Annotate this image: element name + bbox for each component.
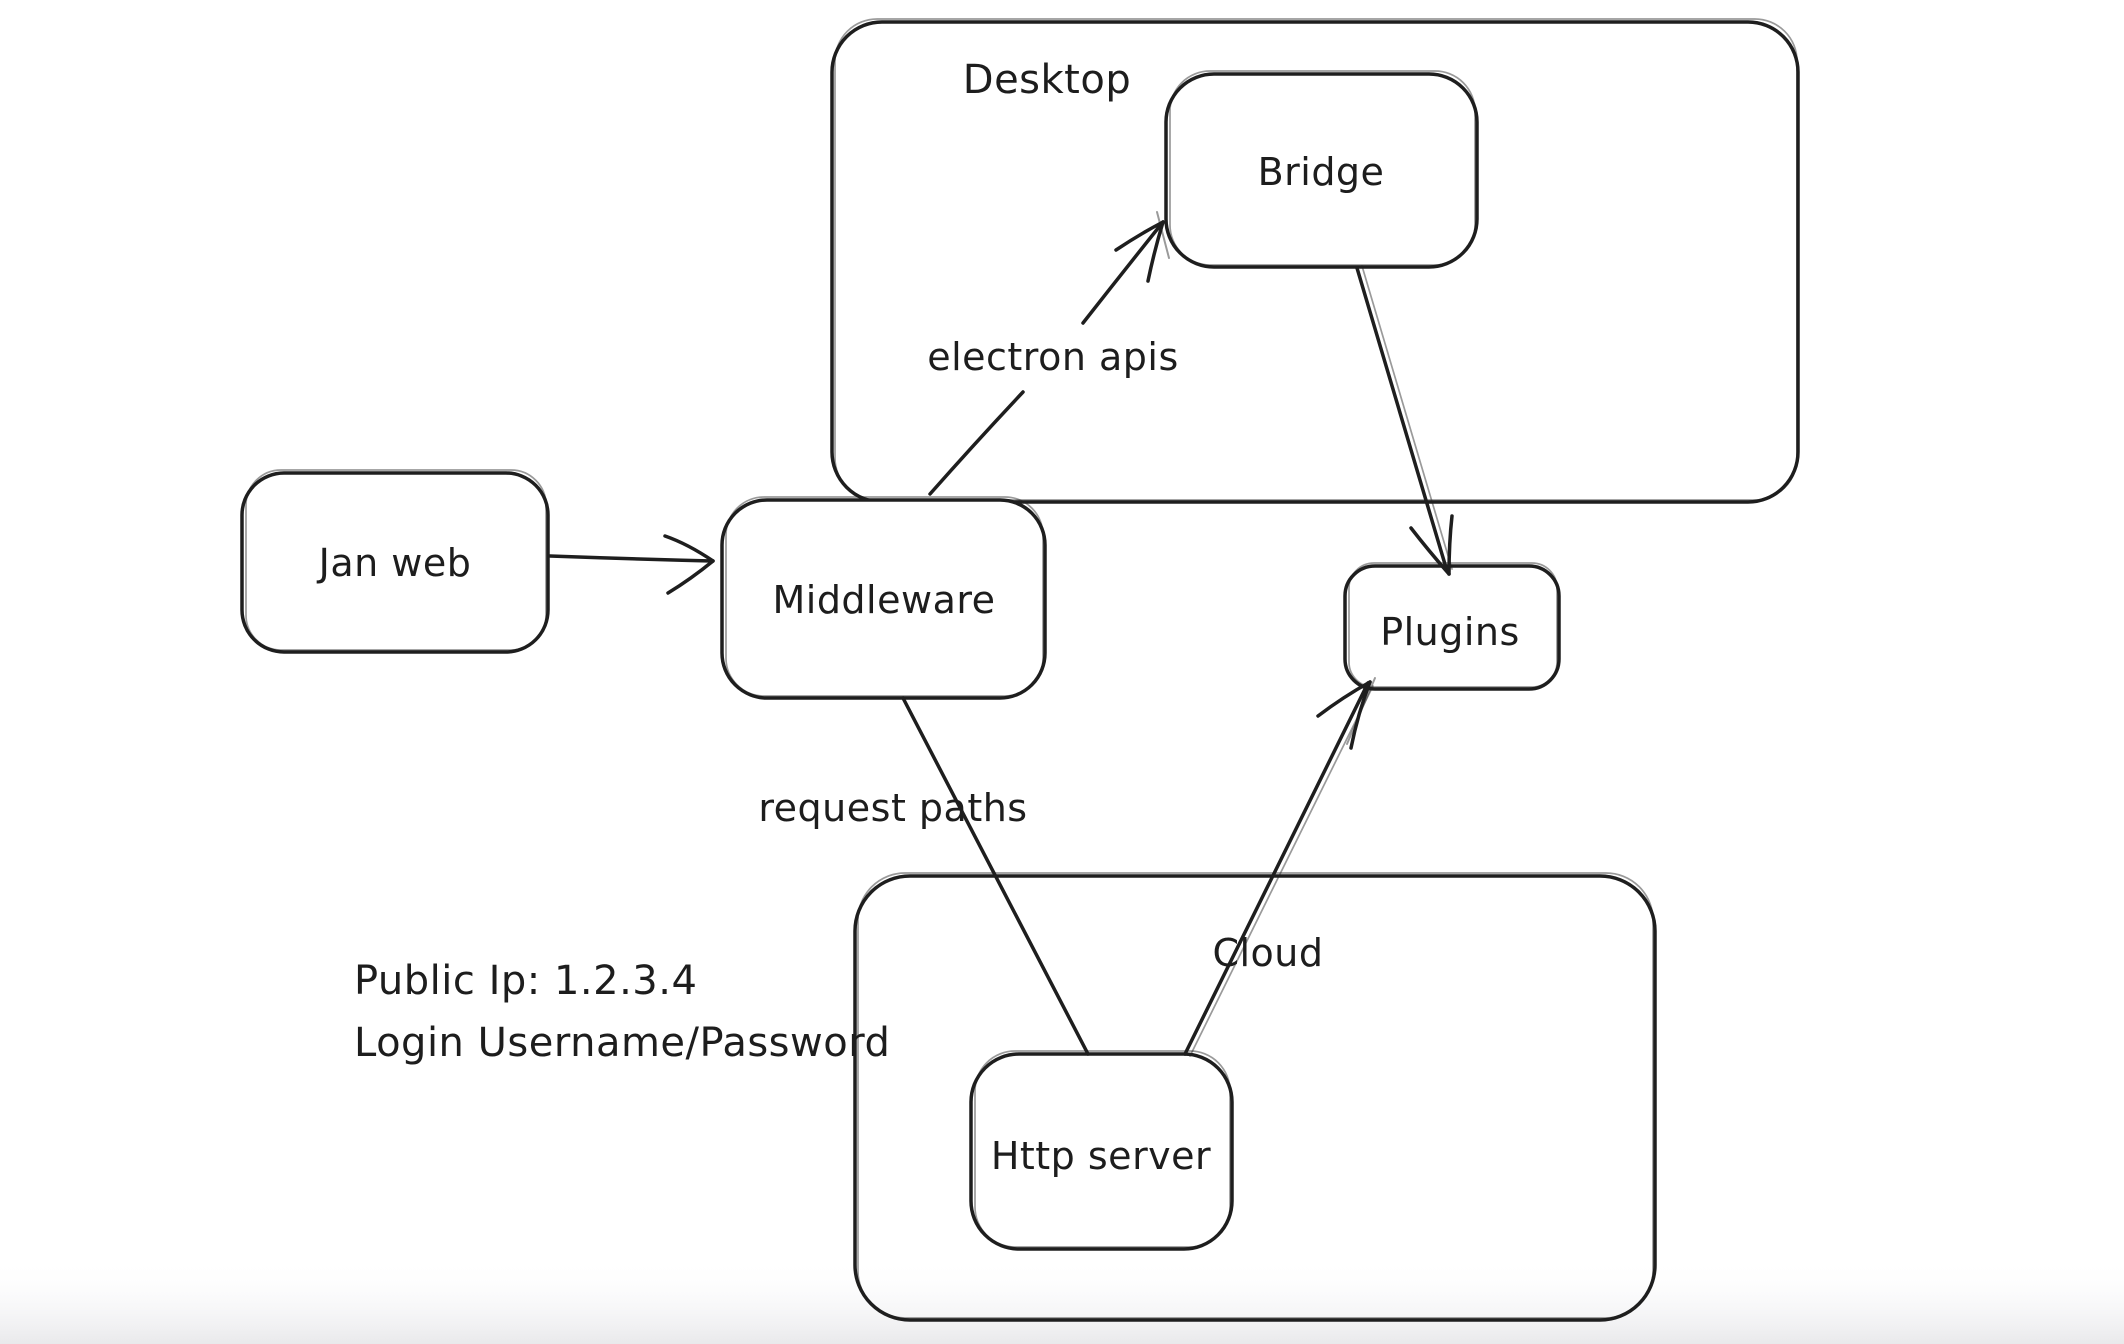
edge-line: [1355, 266, 1449, 573]
arrowhead-barb: [663, 534, 715, 563]
arrowhead-barb: [1349, 680, 1372, 750]
jan-web-node[interactable]: [240, 469, 550, 654]
arrowhead-barb: [1114, 220, 1165, 252]
jan-web-box: [240, 471, 550, 654]
jan-web-label[interactable]: Jan web: [317, 541, 472, 585]
http-server-sketch-line: [974, 1050, 1231, 1248]
desktop-container-sketch-line: [834, 18, 1798, 501]
bridge-box: [1164, 72, 1479, 269]
bridge-node[interactable]: [1164, 70, 1479, 269]
edge-bridge-to-plugins[interactable]: [1355, 265, 1454, 576]
http-server-node[interactable]: [969, 1050, 1234, 1251]
annotation-line-2[interactable]: Login Username/Password: [354, 1020, 890, 1066]
bridge-label[interactable]: Bridge: [1258, 150, 1385, 194]
edge-line: [901, 696, 1090, 1056]
http-server-box: [969, 1052, 1234, 1251]
arrowhead-barb: [1316, 680, 1372, 718]
edge-middleware-to-bridge[interactable]: [928, 211, 1170, 496]
edge-label-electron-apis[interactable]: electron apis: [927, 335, 1179, 379]
middleware-label[interactable]: Middleware: [772, 578, 995, 622]
cloud-container-box: [853, 874, 1657, 1322]
cloud-container-label[interactable]: Cloud: [1212, 931, 1323, 975]
cloud-container[interactable]: [853, 872, 1657, 1322]
plugins-node[interactable]: [1343, 562, 1561, 691]
plugins-sketch-line: [1348, 562, 1558, 688]
desktop-container[interactable]: [830, 18, 1800, 504]
edge-line: [928, 390, 1025, 496]
plugins-label[interactable]: Plugins: [1380, 610, 1520, 654]
desktop-container-label[interactable]: Desktop: [963, 57, 1131, 103]
middleware-box: [720, 498, 1047, 700]
bridge-sketch-line: [1169, 70, 1476, 266]
middleware-sketch-line: [725, 496, 1044, 697]
bottom-gradient: [0, 1258, 2124, 1344]
desktop-container-box: [830, 20, 1800, 504]
arrowhead-barb: [1146, 220, 1165, 283]
arrowhead-scribble: [1346, 677, 1376, 745]
http-server-label[interactable]: Http server: [991, 1134, 1211, 1178]
edge-line: [548, 554, 714, 563]
annotation-line-1[interactable]: Public Ip: 1.2.3.4: [354, 958, 697, 1004]
edge-sketch-line: [1361, 265, 1453, 570]
arrowhead-barb: [666, 559, 715, 595]
edge-sketch-line: [1189, 685, 1374, 1057]
edge-line: [1081, 220, 1165, 325]
arrowhead-barb: [1447, 514, 1454, 576]
edge-label-request-paths[interactable]: request paths: [758, 786, 1027, 830]
jan-web-sketch-line: [245, 469, 547, 651]
arrowhead-scribble: [1156, 211, 1170, 259]
edge-http-server-to-plugins[interactable]: [1183, 677, 1376, 1057]
arrowhead-barb: [1409, 526, 1451, 576]
edge-middleware-to-http-server[interactable]: [901, 696, 1090, 1056]
middleware-node[interactable]: [720, 496, 1047, 700]
edge-line: [1183, 681, 1370, 1056]
plugins-box: [1343, 564, 1561, 691]
cloud-container-sketch-line: [857, 872, 1654, 1319]
edge-jan-web-to-middleware[interactable]: [548, 534, 715, 595]
